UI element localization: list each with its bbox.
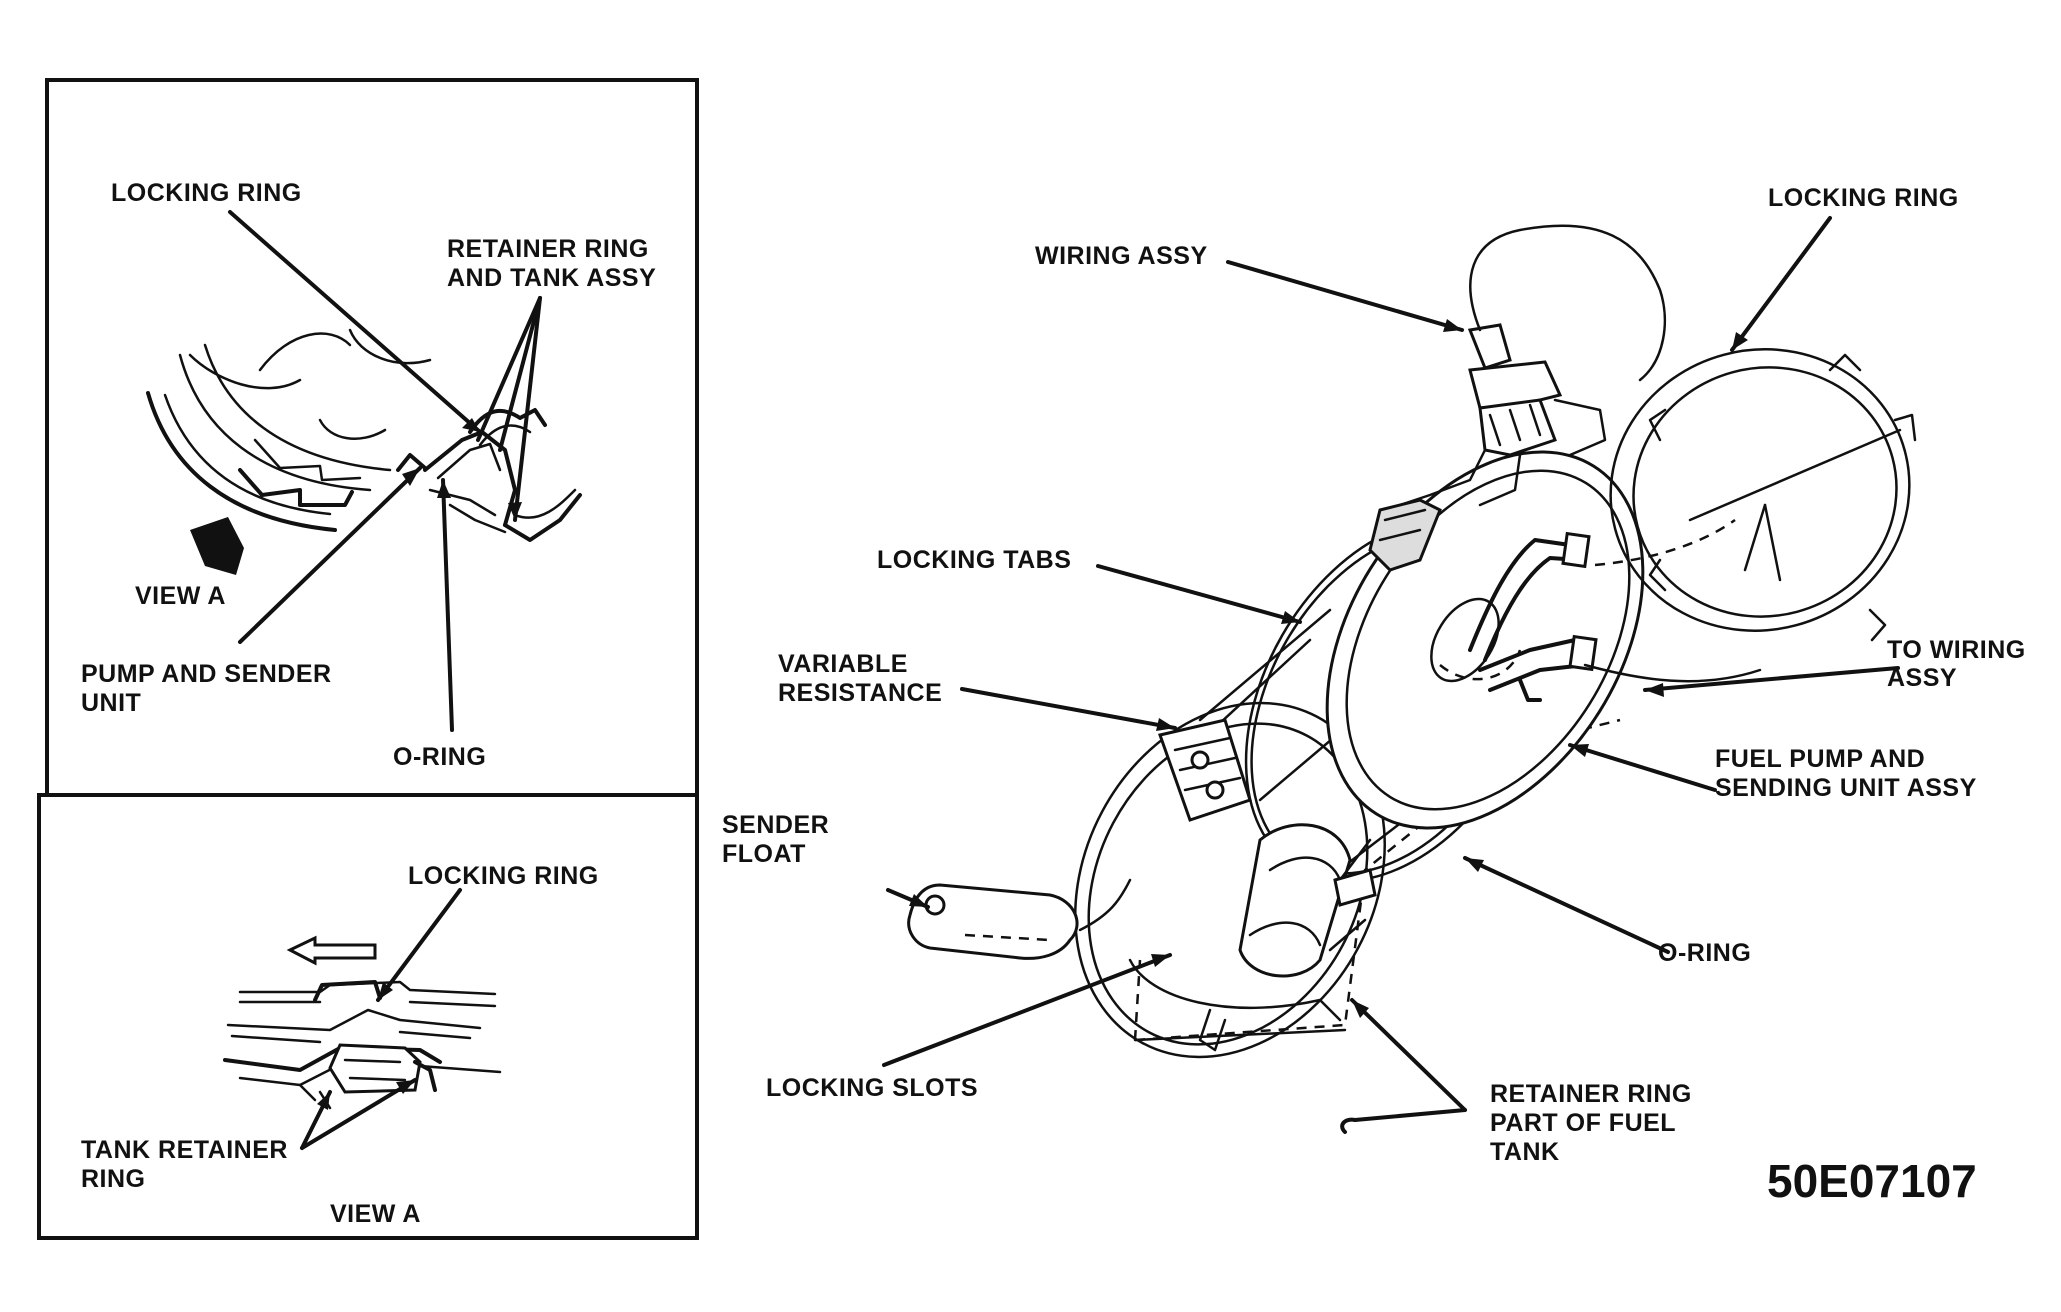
label-fuel-pump-line2: SENDING UNIT ASSY — [1715, 774, 1977, 802]
label-tank-retainer-line1: TANK RETAINER — [81, 1136, 288, 1164]
view-a-bottom-labels: LOCKING RING TANK RETAINER RING VIEW A — [81, 862, 599, 1228]
label-retainer-ring-main-line1: RETAINER RING — [1490, 1080, 1692, 1108]
direction-arrow-icon — [286, 935, 377, 966]
label-variable-resistance-line1: VARIABLE — [778, 650, 908, 678]
label-fuel-pump-line1: FUEL PUMP AND — [1715, 745, 1925, 773]
label-retainer-ring-main-line3: TANK — [1490, 1138, 1560, 1166]
label-retainer-ring-main-line2: PART OF FUEL — [1490, 1109, 1676, 1137]
main-assembly-drawing — [907, 224, 1917, 1059]
label-variable-resistance-line2: RESISTANCE — [778, 679, 942, 707]
label-sender-float-line1: SENDER — [722, 811, 829, 839]
label-to-wiring-line2: ASSY — [1887, 664, 1957, 692]
label-locking-ring-top: LOCKING RING — [111, 179, 302, 207]
main-labels: WIRING ASSY LOCKING RING LOCKING TABS VA… — [722, 184, 2026, 1207]
view-a-bottom-leaders — [300, 888, 462, 1150]
figure-code: 50E07107 — [1767, 1155, 1977, 1207]
label-pump-sender-line2: UNIT — [81, 689, 141, 717]
label-view-a-bottom: VIEW A — [330, 1200, 421, 1228]
label-locking-tabs: LOCKING TABS — [877, 546, 1071, 574]
view-a-top-labels: LOCKING RING RETAINER RING AND TANK ASSY… — [81, 179, 656, 771]
label-o-ring-main: O-RING — [1658, 939, 1751, 967]
main-leaders — [882, 216, 1900, 1134]
label-sender-float-line2: FLOAT — [722, 840, 806, 868]
label-locking-slots: LOCKING SLOTS — [766, 1074, 978, 1102]
label-to-wiring-line1: TO WIRING — [1887, 636, 2026, 664]
label-pump-sender-line1: PUMP AND SENDER — [81, 660, 332, 688]
label-retainer-ring-line1: RETAINER RING — [447, 235, 649, 263]
view-a-arrow-icon — [190, 517, 244, 575]
view-a-bottom-drawing — [223, 935, 502, 1110]
label-tank-retainer-line2: RING — [81, 1165, 146, 1193]
label-locking-ring-bottom: LOCKING RING — [408, 862, 599, 890]
view-a-bottom-panel — [37, 793, 699, 1240]
label-wiring-assy: WIRING ASSY — [1035, 242, 1208, 270]
label-view-a-top: VIEW A — [135, 582, 226, 610]
label-locking-ring-main: LOCKING RING — [1768, 184, 1959, 212]
view-a-top-leaders — [228, 210, 542, 732]
label-o-ring-top: O-RING — [393, 743, 486, 771]
view-a-top-drawing — [146, 328, 582, 575]
inset-panels — [37, 78, 699, 1240]
label-retainer-ring-line2: AND TANK ASSY — [447, 264, 656, 292]
